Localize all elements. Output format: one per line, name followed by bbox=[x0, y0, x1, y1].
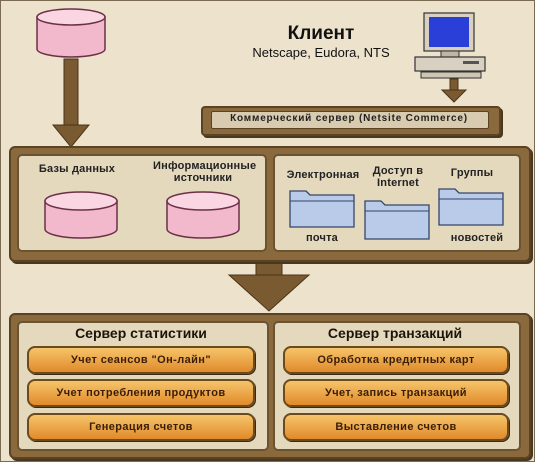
groups-label-top: Группы bbox=[450, 167, 494, 179]
groups-folder-icon bbox=[438, 188, 504, 226]
info-sources-disk-icon bbox=[166, 191, 240, 239]
top-database-icon bbox=[36, 8, 106, 58]
stats-item-sessions: Учет сеансов "Он-лайн" bbox=[27, 346, 255, 374]
email-label-top: Электронная bbox=[286, 169, 360, 181]
client-subtitle: Netscape, Eudora, NTS bbox=[252, 45, 390, 60]
transaction-item-cards: Обработка кредитных карт bbox=[283, 346, 509, 374]
stats-item-products: Учет потребления продуктов bbox=[27, 379, 255, 407]
client-title: Клиент bbox=[287, 23, 355, 44]
internet-folder-icon bbox=[364, 200, 430, 240]
commerce-server-label-box bbox=[211, 111, 489, 129]
databases-label: Базы данных bbox=[38, 163, 116, 175]
computer-icon bbox=[414, 12, 486, 79]
transaction-item-records: Учет, запись транзакций bbox=[283, 379, 509, 407]
databases-disk-icon bbox=[44, 191, 118, 239]
info-sources-label: Информационные источники bbox=[153, 160, 257, 184]
email-label-bottom: почта bbox=[306, 232, 338, 244]
arrow-down-client-icon bbox=[440, 78, 468, 103]
arrow-down-left-icon bbox=[51, 58, 91, 148]
transaction-server-title: Сервер транзакций bbox=[327, 325, 463, 341]
internet-access-label: Доступ в Internet bbox=[372, 165, 424, 189]
groups-label-bottom: новостей bbox=[450, 232, 504, 244]
email-folder-icon bbox=[289, 190, 355, 228]
transaction-item-invoicing: Выставление счетов bbox=[283, 413, 509, 441]
stats-item-billing: Генерация счетов bbox=[27, 413, 255, 441]
stats-server-title: Сервер статистики bbox=[75, 325, 207, 341]
commerce-server-label: Коммерческий сервер (Netsite Commerce) bbox=[230, 113, 468, 124]
